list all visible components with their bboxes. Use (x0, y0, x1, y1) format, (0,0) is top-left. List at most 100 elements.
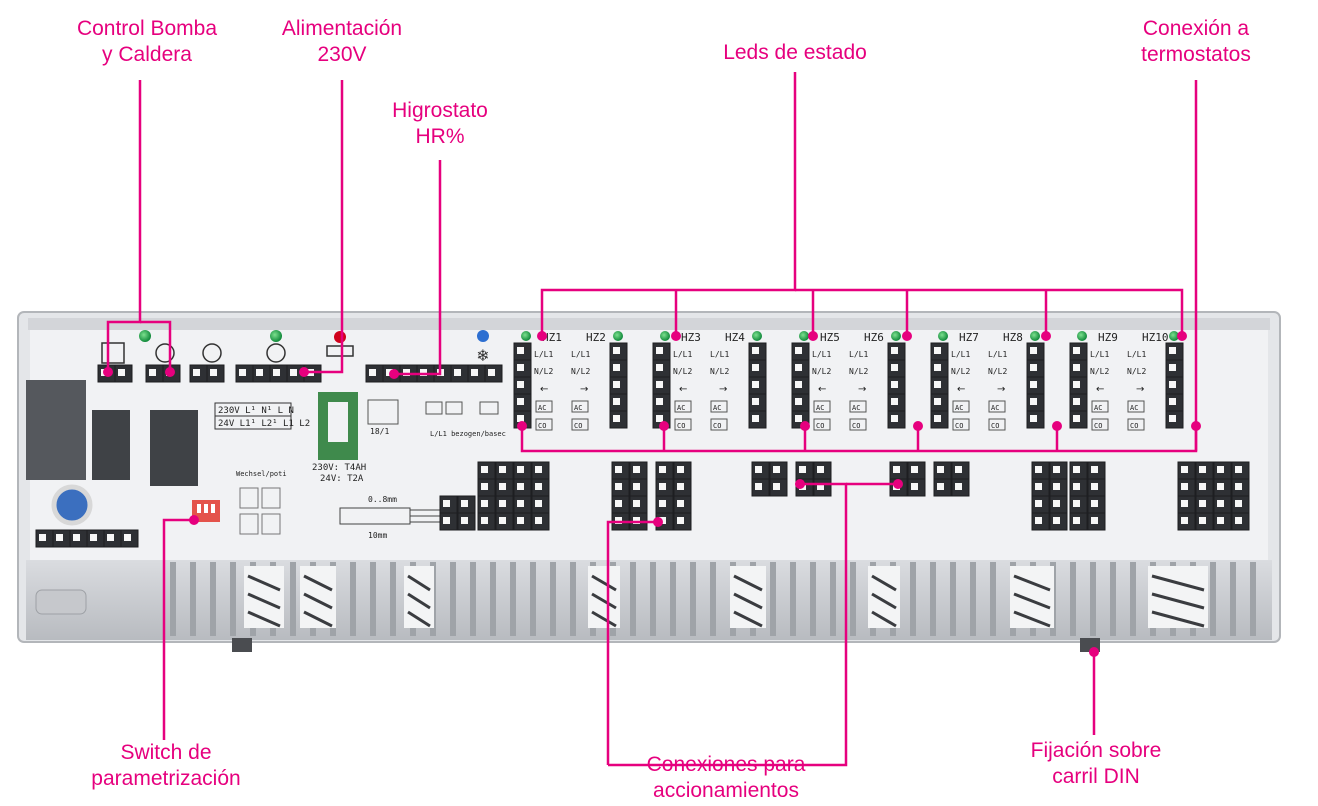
terminal-block (652, 376, 671, 395)
terminal-box (849, 418, 867, 431)
fin (470, 562, 476, 636)
terminal-box-label: AC (852, 404, 860, 412)
terminal-block (795, 461, 814, 480)
fin (570, 562, 576, 636)
status-led-red (334, 331, 346, 343)
terminal-block (887, 342, 906, 361)
terminal-block (609, 342, 628, 361)
zone-led (752, 331, 762, 341)
fin (510, 562, 516, 636)
zone-led (521, 331, 531, 341)
terminal-block (439, 495, 458, 514)
terminal-label: N/L2 (1127, 367, 1146, 376)
fin-slot-stripe (871, 610, 897, 628)
terminal-block (652, 342, 671, 361)
terminal-block (495, 512, 514, 531)
terminal-block (951, 461, 970, 480)
arrow-left-icon: ← (957, 384, 965, 395)
zone-led (1169, 331, 1179, 341)
line-control-bomba-2 (140, 320, 172, 372)
fin-slot-stripe (1151, 610, 1205, 628)
svg-text:❄: ❄ (476, 346, 489, 365)
terminal-block (1177, 512, 1196, 531)
ts-code: 18/1 (370, 427, 389, 436)
fin (850, 562, 856, 636)
fin (670, 562, 676, 636)
fin (190, 562, 196, 636)
terminal-box-label: CO (1130, 422, 1138, 430)
terminal-block (1231, 495, 1250, 514)
terminal-block (206, 364, 225, 383)
terminal-block (1165, 376, 1184, 395)
fin (1130, 562, 1136, 636)
terminal-label: L/L1 (571, 350, 590, 359)
terminal-block (513, 359, 532, 378)
line-alimentacion (304, 80, 344, 374)
terminal-block (673, 461, 692, 480)
terminal-box-label: CO (1094, 422, 1102, 430)
fin (790, 562, 796, 636)
terminal-block (1026, 376, 1045, 395)
terminal-block (1026, 393, 1045, 412)
terminal-block (531, 478, 550, 497)
line-accionamientos-2 (608, 482, 848, 767)
terminal-block (439, 512, 458, 531)
fin (210, 562, 216, 636)
terminal-box (535, 400, 553, 413)
terminal-box-label: AC (991, 404, 999, 412)
zone-led (799, 331, 809, 341)
terminal-label: L/L1 (673, 350, 692, 359)
fin-slot-stripe (247, 610, 281, 628)
terminal-block (103, 529, 122, 548)
terminal-box (1091, 400, 1109, 413)
terminal-block (769, 461, 788, 480)
line-switch (162, 518, 194, 740)
terminal-block (907, 461, 926, 480)
status-led-green (139, 330, 151, 342)
terminal-box (1091, 418, 1109, 431)
line-leds-2 (795, 288, 1184, 336)
terminal-block (1165, 342, 1184, 361)
terminal-box (1127, 418, 1145, 431)
callout-termostatos-line1: Conexión a (1142, 17, 1250, 40)
power-table-row2: 24V L1¹ L2¹ L1 L2 (218, 419, 310, 429)
terminal-box-label: CO (852, 422, 860, 430)
terminal-block (611, 461, 630, 480)
fin (450, 562, 456, 636)
terminal-block (1026, 410, 1045, 429)
fin (930, 562, 936, 636)
fin-slot-stripe (1013, 574, 1051, 592)
callout-accionamientos: Conexiones para accionamientos (620, 752, 832, 804)
zone-label: HZ1 (542, 331, 562, 344)
terminal-box (674, 400, 692, 413)
terminal-box-label: CO (816, 422, 824, 430)
arrow-left-icon: ← (1096, 384, 1104, 395)
zone-label: HZ10 (1142, 331, 1169, 344)
terminal-box (710, 418, 728, 431)
terminal-block (1026, 342, 1045, 361)
terminal-block (450, 364, 469, 383)
terminal-block (457, 512, 476, 531)
terminal-block (513, 461, 532, 480)
terminal-block (748, 359, 767, 378)
terminal-block (145, 364, 164, 383)
terminal-block (1049, 512, 1068, 531)
terminal-block (930, 393, 949, 412)
terminal-block (513, 342, 532, 361)
terminal-block (513, 393, 532, 412)
terminal-block (1031, 512, 1050, 531)
fin (530, 562, 536, 636)
terminal-block (477, 478, 496, 497)
terminal-block (655, 495, 674, 514)
terminal-block (495, 495, 514, 514)
fin (290, 562, 296, 636)
arrow-right-icon: → (719, 384, 727, 395)
terminal-block (1177, 495, 1196, 514)
terminal-block (1231, 461, 1250, 480)
fin (1250, 562, 1256, 636)
terminal-block (120, 529, 139, 548)
terminal-box (1127, 400, 1145, 413)
terminal-label: N/L2 (710, 367, 729, 376)
terminal-block (791, 376, 810, 395)
